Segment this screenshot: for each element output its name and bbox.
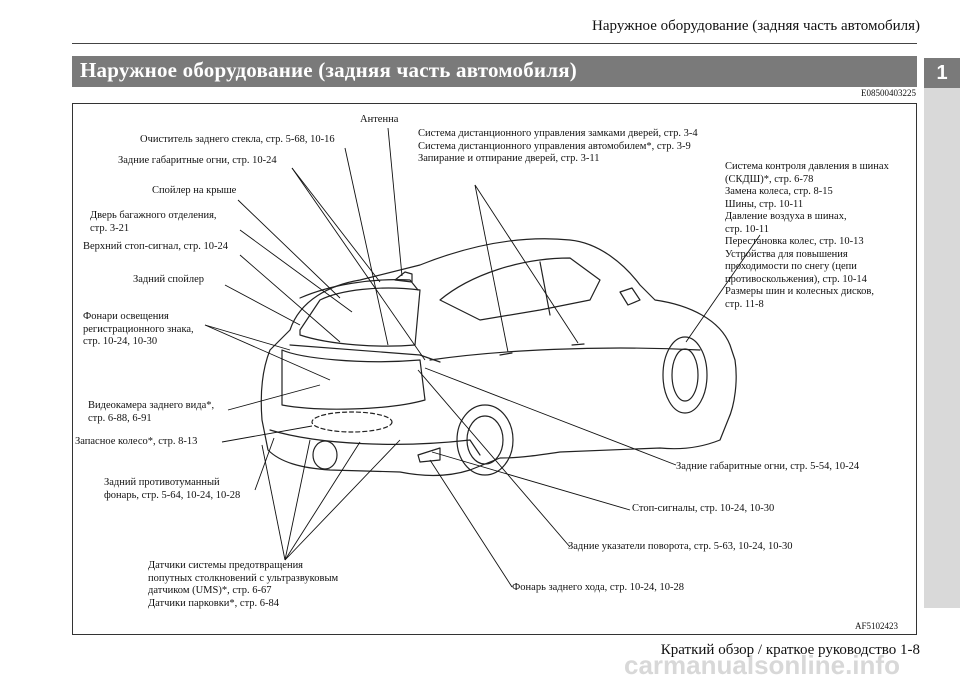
leader-sensor-b: [284, 439, 311, 561]
label-plate-lamps: Фонари освещения регистрационного знака,…: [83, 311, 194, 347]
header-rule: [72, 43, 917, 44]
leader-plate-a: [204, 324, 291, 351]
leader-rear-position-top-b: [291, 167, 426, 361]
tailgate-panel: [281, 349, 426, 410]
label-rear-camera: Видеокамера заднего вида*, стр. 6-88, 6-…: [88, 400, 215, 424]
door-handle-front: [571, 343, 585, 346]
rear-wheel: [456, 404, 514, 476]
watermark: carmanualsonline.info: [624, 650, 900, 680]
label-roof-spoiler: Спойлер на крыше: [152, 185, 237, 196]
leader-rear-spoiler: [224, 284, 301, 326]
page-footer: Краткий обзор / краткое руководство 1-8: [660, 642, 920, 658]
label-sensors: Датчики системы предотвращения попутных …: [148, 560, 339, 609]
leader-rear-position-side: [424, 367, 677, 466]
label-turn-signals: Задние указатели поворота, стр. 5-63, 10…: [568, 541, 793, 552]
label-rear-spoiler: Задний спойлер: [133, 274, 205, 285]
label-keyless: Система дистанционного управления замкам…: [418, 128, 698, 164]
label-tailgate: Дверь багажного отделения, стр. 3-21: [90, 210, 217, 234]
chapter-number: 1: [924, 58, 960, 88]
body-side-line: [429, 347, 701, 361]
section-title: Наружное оборудование (задняя часть авто…: [80, 58, 577, 82]
side-windows: [439, 257, 601, 321]
spare-wheel-outline: [311, 411, 393, 433]
leader-high-stop: [239, 254, 341, 343]
rear-window: [299, 287, 421, 347]
leader-tailgate: [239, 229, 353, 313]
running-header: Наружное оборудование (задняя часть авто…: [592, 18, 920, 34]
leader-plate-b: [204, 324, 331, 381]
figure-code: AF5102423: [855, 621, 899, 631]
rear-reflector: [417, 447, 441, 463]
leader-keyless-a: [474, 184, 509, 353]
leader-roof-spoiler: [237, 199, 341, 299]
car-body-outline: [260, 238, 737, 477]
leader-antenna: [387, 127, 403, 277]
rear-wheel-left: [312, 440, 338, 470]
label-antenna: Антенна: [360, 114, 399, 125]
leader-wiper: [344, 147, 389, 346]
label-spare-wheel: Запасное колесо*, стр. 8-13: [75, 436, 198, 447]
leader-spare: [221, 425, 313, 443]
leader-sensor-a: [261, 444, 286, 561]
label-rear-wiper: Очиститель заднего стекла, стр. 5-68, 10…: [140, 134, 335, 145]
leader-rear-position-top-a: [291, 167, 381, 283]
label-tpms: Система контроля давления в шинах (СКДШ)…: [725, 161, 889, 310]
figure-frame: [72, 103, 917, 635]
leader-reverse: [429, 459, 513, 588]
rear-bumper: [269, 429, 481, 456]
front-wheel: [662, 336, 708, 414]
side-window-divider: [539, 261, 551, 316]
label-high-stop: Верхний стоп-сигнал, стр. 10-24: [83, 241, 228, 252]
section-title-bar: [72, 56, 917, 87]
label-rear-position-side: Задние габаритные огни, стр. 5-54, 10-24: [676, 461, 860, 472]
leader-turn: [417, 369, 571, 548]
leader-camera: [227, 384, 321, 411]
leader-fog: [254, 437, 275, 491]
section-code: E08500403225: [861, 88, 916, 98]
label-stop-lamps: Стоп-сигналы, стр. 10-24, 10-30: [632, 503, 775, 514]
leader-keyless-b: [474, 184, 579, 344]
chapter-side-strip: [924, 88, 960, 608]
rear-light-bar: [289, 344, 441, 363]
door-handle-rear: [499, 352, 513, 356]
label-rear-position-top: Задние габаритные огни, стр. 10-24: [118, 155, 277, 166]
leader-sensor-c: [284, 441, 361, 561]
leader-stop: [431, 451, 631, 511]
leader-sensor-d: [284, 439, 401, 561]
label-reverse-lamp: Фонарь заднего хода, стр. 10-24, 10-28: [512, 582, 685, 593]
rear-wheel-rim: [466, 415, 504, 465]
label-rear-fog: Задний противотуманный фонарь, стр. 5-64…: [104, 477, 241, 501]
roof-spoiler: [299, 279, 419, 299]
side-mirror: [619, 287, 641, 306]
front-wheel-rim: [671, 348, 699, 402]
leader-tpms: [685, 234, 761, 343]
